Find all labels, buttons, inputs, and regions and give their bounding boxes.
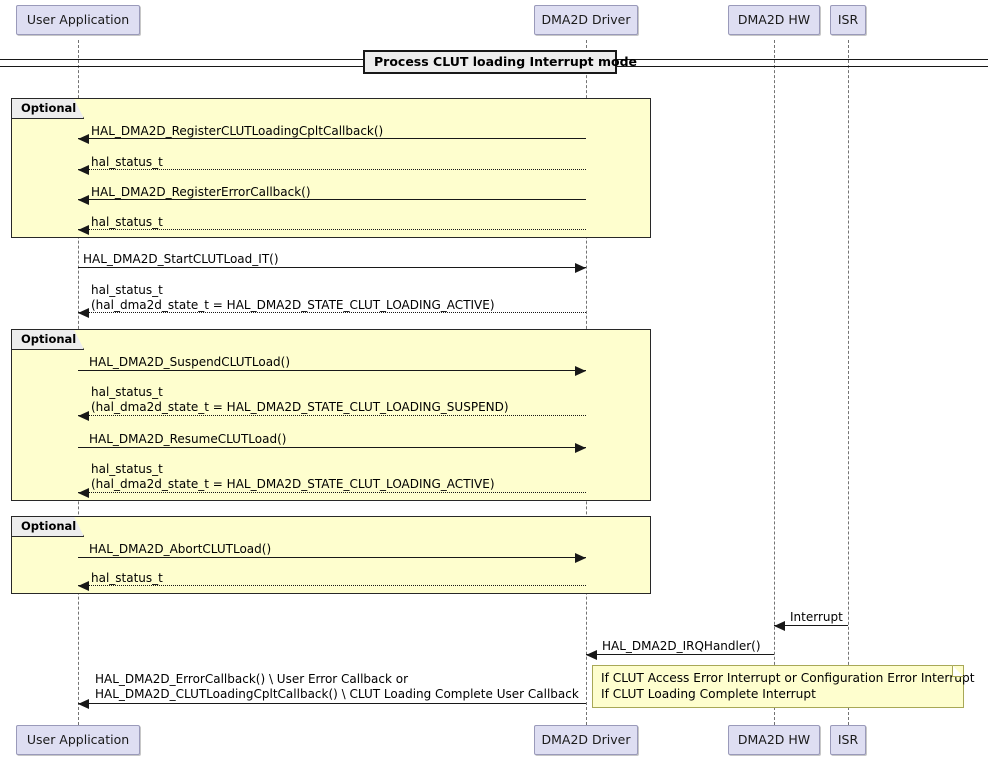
msg-irq-handler-label: HAL_DMA2D_IRQHandler() [602,639,761,653]
msg-hal-status-t-1-line [78,169,586,170]
participant-isr-footer: ISR [830,725,866,755]
group-optional-3-label: Optional [12,517,84,537]
msg-hal-status-t-suspend-return-arrowhead [78,410,89,421]
msg-suspend-clut-load-arrowhead [575,365,586,376]
msg-hal-status-t-abort-return-arrowhead [78,580,89,591]
msg-register-clut-loading-cplt-callback-arrowhead [78,133,89,144]
msg-hal-status-t-resume-return-line [78,492,586,493]
msg-suspend-clut-load-label: HAL_DMA2D_SuspendCLUTLoad() [89,355,291,369]
divider-title: Process CLUT loading Interrupt mode [363,50,637,74]
msg-hal-status-t-2-arrowhead [78,224,89,235]
group-optional-1-label: Optional [12,99,84,119]
msg-irq-handler-arrowhead [586,649,597,660]
msg-user-callbacks-line [78,703,586,704]
msg-user-callbacks-arrowhead [78,698,89,709]
group-optional-1: Optional [11,98,651,238]
msg-resume-clut-load-arrowhead [575,442,586,453]
lifeline-dma2d-hw [774,40,775,725]
lifeline-isr [848,40,849,725]
msg-irq-handler-line [586,654,774,655]
msg-user-callbacks-label: HAL_DMA2D_ErrorCallback() \ User Error C… [95,672,579,701]
msg-resume-clut-load-line [78,447,586,448]
participant-dma2d-hw-header: DMA2D HW [728,5,820,35]
msg-hal-status-t-start-return-line [78,312,586,313]
msg-register-error-callback-line [78,199,586,200]
msg-hal-status-t-1-label: hal_status_t [91,155,163,169]
msg-interrupt-line [774,625,848,626]
msg-hal-status-t-abort-return-label: hal_status_t [91,571,163,585]
group-optional-3: Optional [11,516,651,594]
msg-register-error-callback-label: HAL_DMA2D_RegisterErrorCallback() [91,185,311,199]
participant-dma2d-driver-footer: DMA2D Driver [534,725,638,755]
participant-dma2d-hw-footer: DMA2D HW [728,725,820,755]
msg-hal-status-t-2-line [78,229,586,230]
note-interrupt-conditions: If CLUT Access Error Interrupt or Config… [592,665,975,708]
msg-hal-status-t-abort-return-line [78,585,586,586]
participant-user-application-header: User Application [16,5,140,35]
msg-register-clut-loading-cplt-callback-label: HAL_DMA2D_RegisterCLUTLoadingCpltCallbac… [91,124,384,138]
group-optional-2-label: Optional [12,330,84,350]
msg-register-clut-loading-cplt-callback-line [78,138,586,139]
msg-hal-status-t-resume-return-label: hal_status_t(hal_dma2d_state_t = HAL_DMA… [91,462,495,491]
msg-hal-status-t-suspend-return-line [78,415,586,416]
msg-start-clut-load-it-arrowhead [575,262,586,273]
msg-interrupt-label: Interrupt [790,610,843,624]
msg-interrupt-arrowhead [774,620,785,631]
msg-hal-status-t-2-label: hal_status_t [91,215,163,229]
participant-dma2d-driver-header: DMA2D Driver [534,5,638,35]
msg-abort-clut-load-label: HAL_DMA2D_AbortCLUTLoad() [89,542,272,556]
msg-hal-status-t-resume-return-arrowhead [78,487,89,498]
msg-start-clut-load-it-label: HAL_DMA2D_StartCLUTLoad_IT() [83,252,279,266]
msg-hal-status-t-start-return-arrowhead [78,307,89,318]
msg-hal-status-t-suspend-return-label: hal_status_t(hal_dma2d_state_t = HAL_DMA… [91,385,509,414]
participant-user-application-footer: User Application [16,725,140,755]
msg-register-error-callback-arrowhead [78,194,89,205]
participant-isr-header: ISR [830,5,866,35]
msg-abort-clut-load-arrowhead [575,552,586,563]
msg-hal-status-t-1-arrowhead [78,164,89,175]
note-interrupt-conditions-line-2: If CLUT Loading Complete Interrupt [601,687,816,701]
msg-suspend-clut-load-line [78,370,586,371]
note-interrupt-conditions-line-1: If CLUT Access Error Interrupt or Config… [601,671,975,685]
msg-resume-clut-load-label: HAL_DMA2D_ResumeCLUTLoad() [89,432,287,446]
msg-start-clut-load-it-line [78,267,586,268]
msg-hal-status-t-start-return-label: hal_status_t(hal_dma2d_state_t = HAL_DMA… [91,283,495,312]
msg-abort-clut-load-line [78,557,586,558]
